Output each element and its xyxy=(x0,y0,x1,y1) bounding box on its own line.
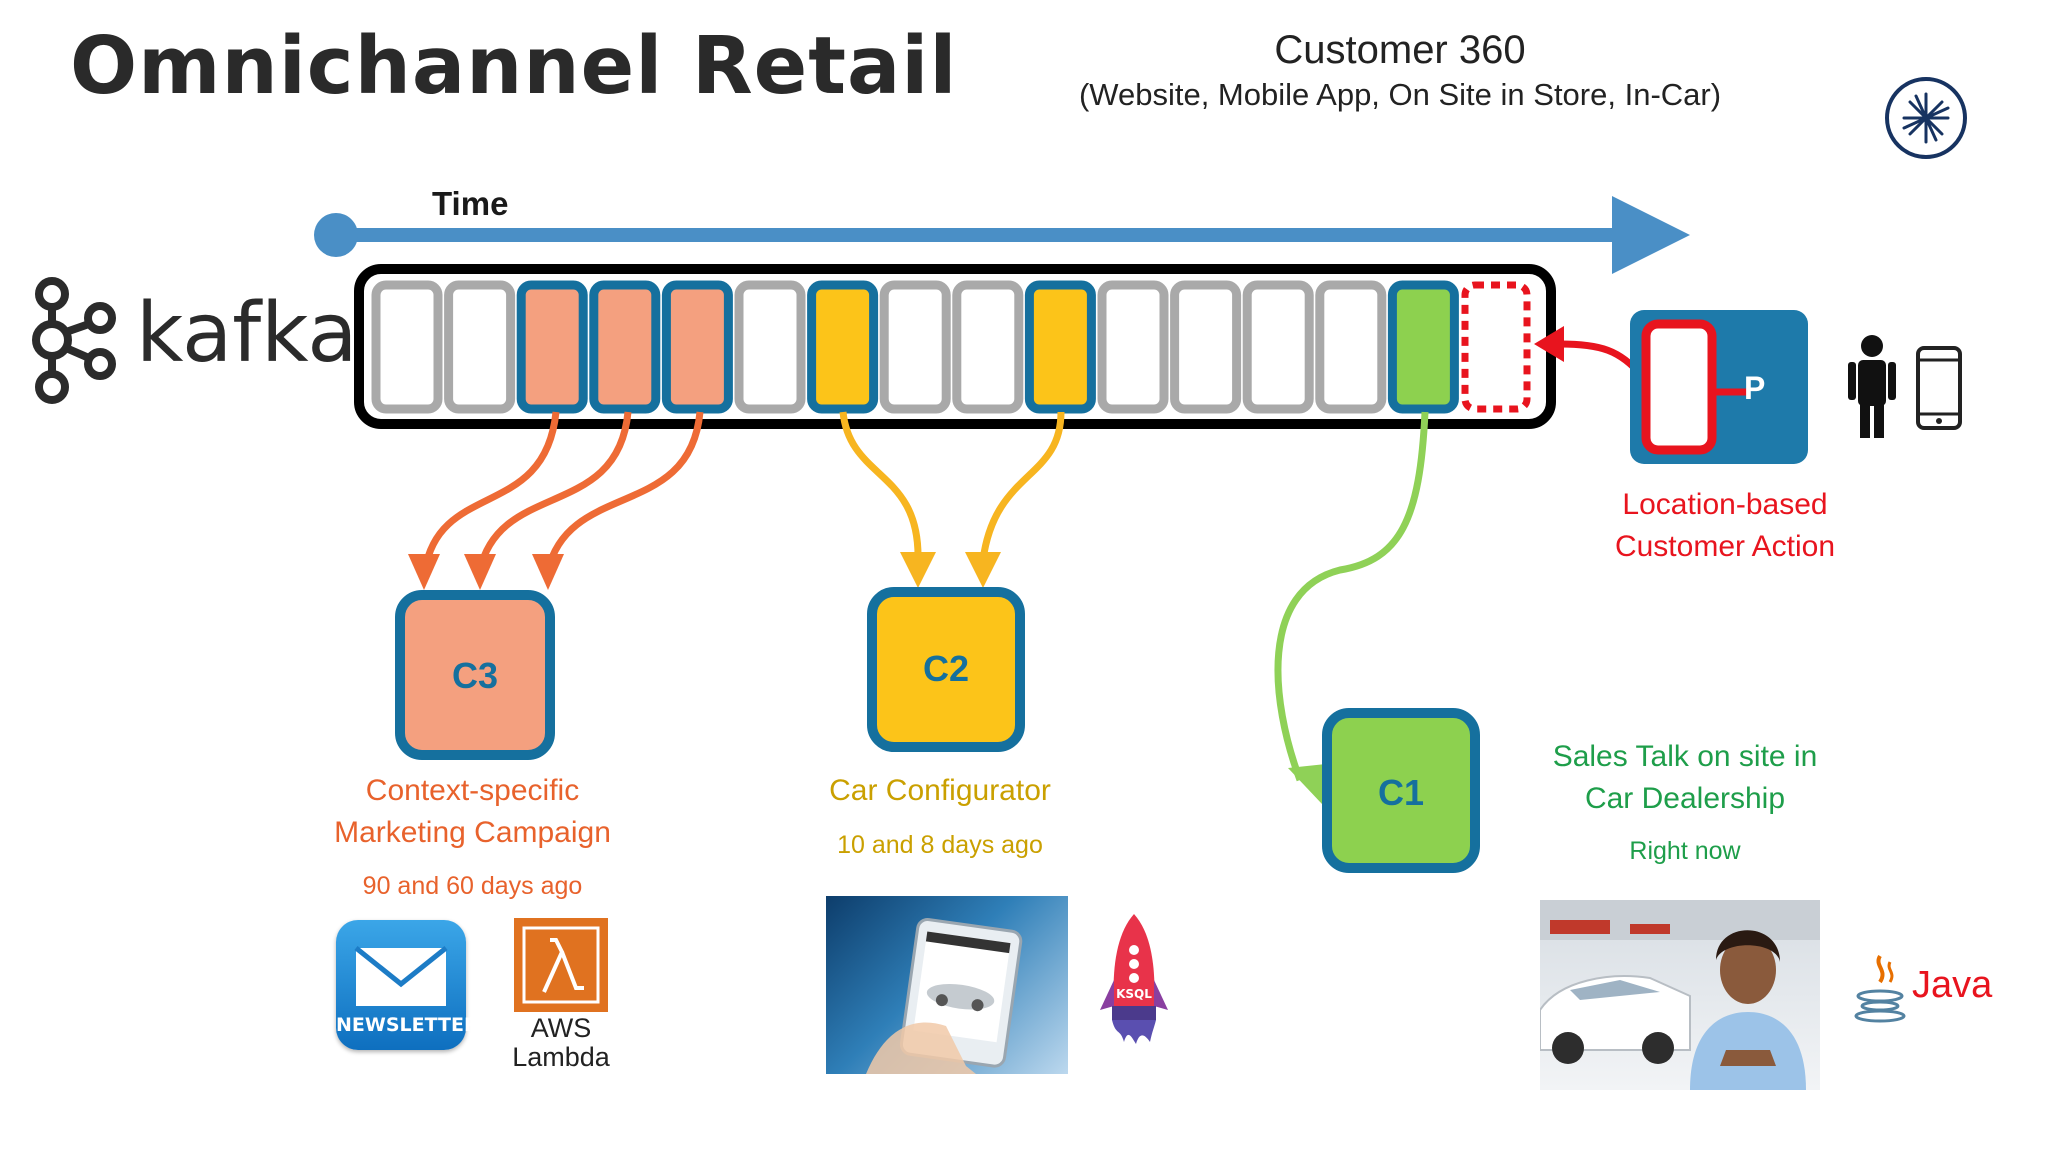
partition-cell-pending xyxy=(1461,281,1531,413)
consumer-c2-timing: 10 and 8 days ago xyxy=(837,831,1043,859)
java-label: Java xyxy=(1912,964,1993,1006)
consumer-c2-box xyxy=(867,587,1025,752)
newsletter-icon: NEWSLETTER xyxy=(336,920,479,1050)
partition-cell-empty xyxy=(879,280,951,414)
partition-cell-empty xyxy=(734,280,806,414)
sales-arrow xyxy=(1274,411,1429,782)
ksql-rocket-icon: KSQL xyxy=(1100,914,1168,1044)
marketing-arrowheads xyxy=(408,554,564,590)
producer-box xyxy=(1630,310,1808,464)
subtitle: Customer 360 (Website, Mobile App, On Si… xyxy=(1000,28,1800,113)
partition-cell-marketing xyxy=(661,280,733,414)
consumer-c1-timing: Right now xyxy=(1629,837,1741,865)
partition-cell-empty xyxy=(1315,280,1387,414)
consumer-c2-caption: Car Configurator xyxy=(829,774,1051,807)
configurator-arrows xyxy=(839,411,1065,561)
marketing-arrows xyxy=(421,411,704,571)
time-axis-label: Time xyxy=(432,185,509,222)
producer-arrowhead xyxy=(1534,326,1564,362)
confluent-logo-icon xyxy=(1885,77,1967,159)
ksql-label: KSQL xyxy=(1116,987,1152,1001)
partition-cells xyxy=(371,280,1531,414)
aws-lambda-icon xyxy=(514,918,608,1012)
consumer-c3-box xyxy=(395,590,555,760)
consumer-c3-caption: Context-specific Marketing Campaign xyxy=(334,774,611,849)
page-title: Omnichannel Retail xyxy=(70,20,958,112)
consumer-c1-label: C1 xyxy=(1377,772,1425,813)
consumer-c2-label: C2 xyxy=(922,648,970,689)
configurator-arrowheads xyxy=(900,552,1001,588)
newsletter-label: NEWSLETTER xyxy=(336,1014,479,1036)
subtitle-channels: (Website, Mobile App, On Site in Store, … xyxy=(1078,77,1722,112)
partition-cell-marketing xyxy=(516,280,588,414)
java-cup-icon xyxy=(1854,954,1906,1023)
mobile-phone-icon xyxy=(1916,346,1962,430)
aws-lambda-label: AWS Lambda xyxy=(512,1013,610,1072)
partition-cell-empty xyxy=(371,280,443,414)
consumer-c1-box xyxy=(1322,708,1480,873)
person-icon xyxy=(1848,335,1896,438)
consumer-c3-label: C3 xyxy=(451,655,499,696)
subtitle-main: Customer 360 xyxy=(1274,28,1526,72)
partition-cell-empty xyxy=(1170,280,1242,414)
sales-arrowhead xyxy=(1288,764,1326,804)
car-configurator-photo xyxy=(826,896,1068,1074)
producer-arrow xyxy=(1559,340,1645,379)
kafka-logo-icon xyxy=(32,277,116,404)
consumer-c3-timing: 90 and 60 days ago xyxy=(362,872,583,900)
producer-caption: Location-based Customer Action xyxy=(1614,488,1836,563)
time-arrow xyxy=(314,196,1690,274)
kafka-wordmark: kafka xyxy=(136,286,358,381)
partition-cell-empty xyxy=(444,280,516,414)
partition-cell-configurator xyxy=(807,280,879,414)
partition-cell-empty xyxy=(1242,280,1314,414)
partition-cell-sales xyxy=(1387,280,1459,414)
partition-cell-configurator xyxy=(1024,280,1096,414)
producer-label: P xyxy=(1744,370,1766,406)
partition-cell-empty xyxy=(1097,280,1169,414)
partition-cell-marketing xyxy=(589,280,661,414)
partition-cell-empty xyxy=(952,280,1024,414)
car-dealership-photo xyxy=(1540,900,1820,1090)
consumer-c1-caption: Sales Talk on site in Car Dealership xyxy=(1552,740,1818,815)
